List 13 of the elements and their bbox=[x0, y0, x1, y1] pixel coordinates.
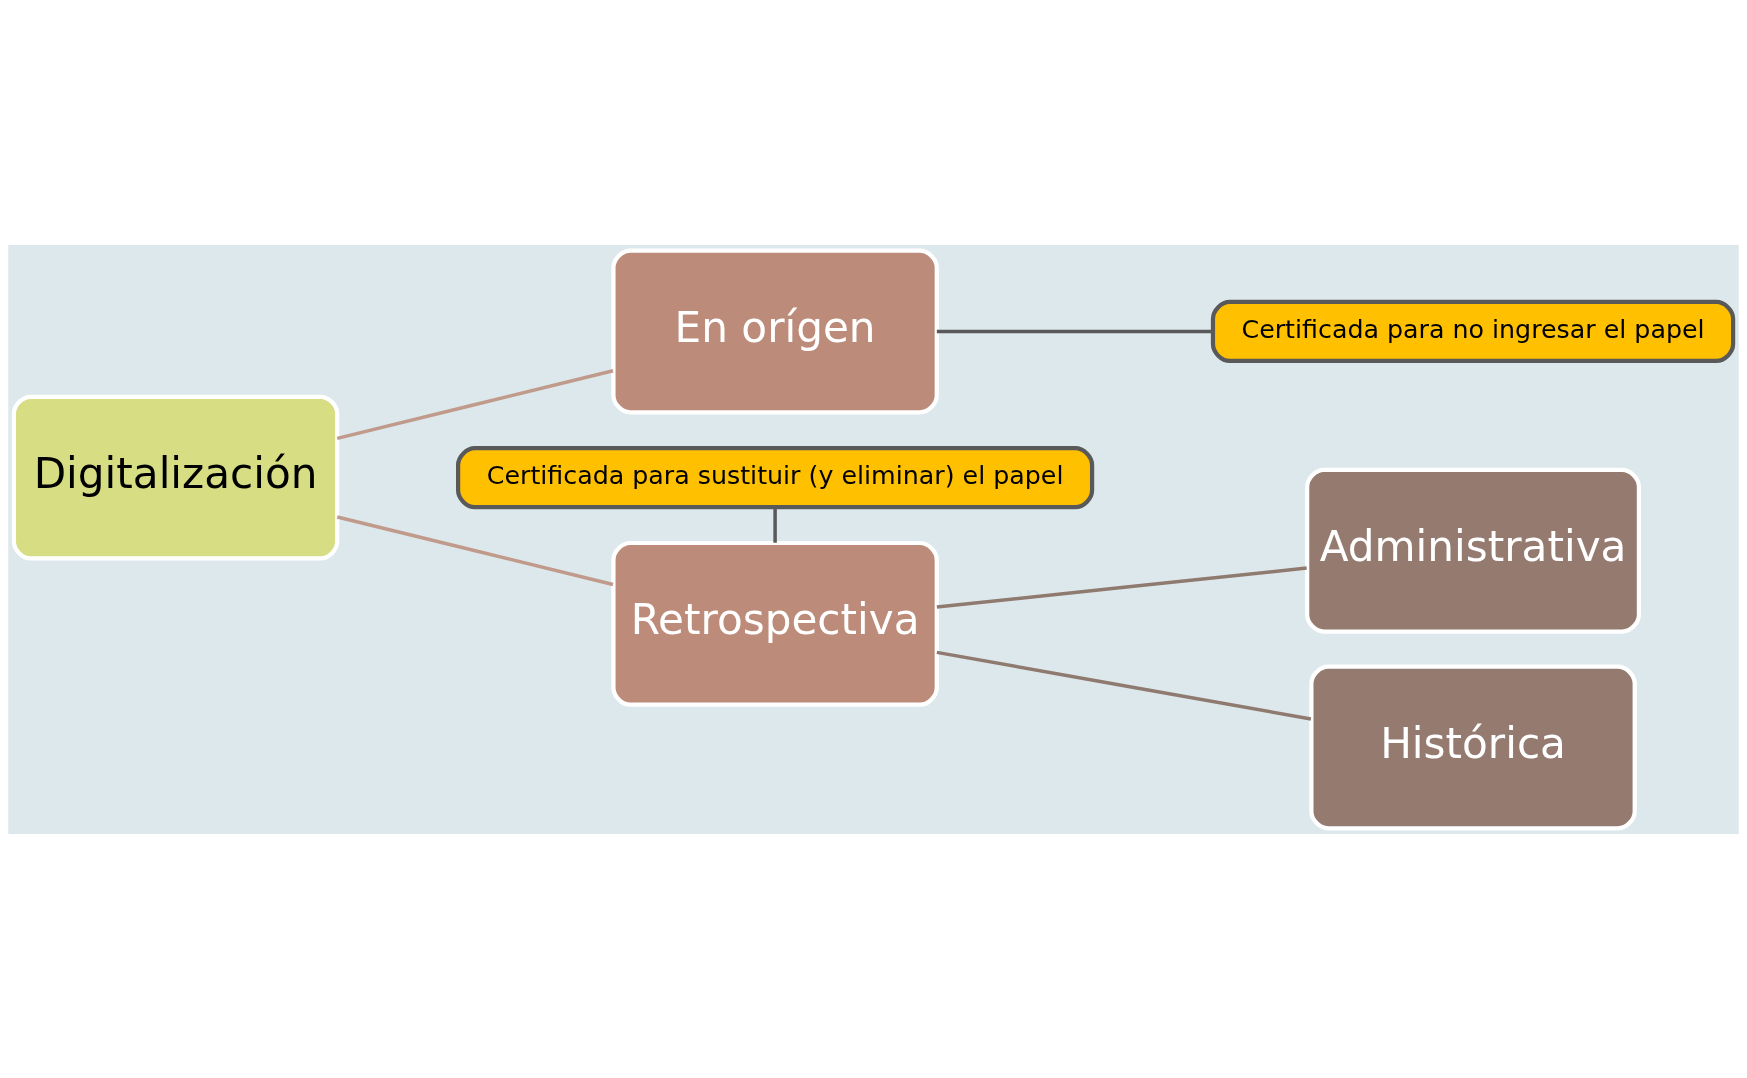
connector bbox=[773, 507, 777, 543]
node-box: Histórica bbox=[1309, 664, 1637, 830]
connector bbox=[936, 650, 1312, 721]
node-box: Retrospectiva bbox=[611, 540, 939, 707]
node-box: Certificada para sustituir (y eliminar) el papel bbox=[456, 445, 1095, 509]
connector bbox=[336, 514, 614, 586]
node-box: Digitalización bbox=[11, 394, 340, 561]
connector bbox=[936, 565, 1307, 609]
node-box: Administrativa bbox=[1305, 467, 1642, 634]
node-box: En orígen bbox=[611, 248, 939, 414]
node-box: Certificada para no ingresar el papel bbox=[1210, 299, 1736, 363]
connector bbox=[936, 329, 1213, 333]
connector bbox=[336, 368, 614, 440]
